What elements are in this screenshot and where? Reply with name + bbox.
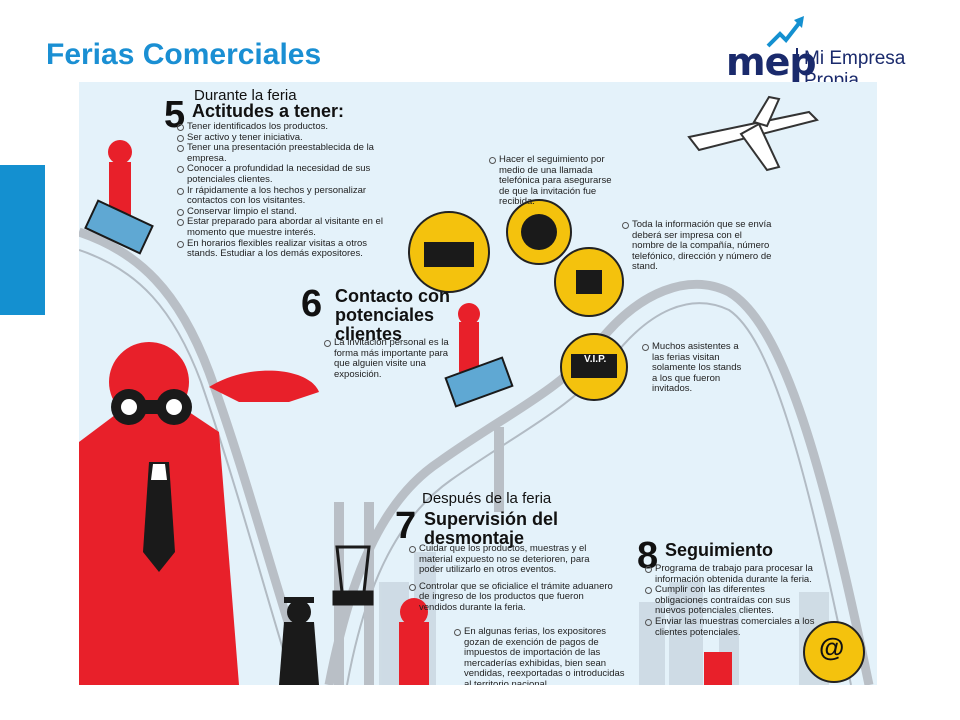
coaster-car-icon <box>84 199 514 408</box>
step8-number: 8 <box>637 535 659 577</box>
phase-during-label: Durante la feria <box>194 87 297 104</box>
step7-list: Cuidar que los productos, muestras y el … <box>409 543 614 614</box>
step6-title-line: potenciales <box>335 305 435 325</box>
step8-list: Programa de trabajo para procesar la inf… <box>645 563 817 638</box>
podium-icon <box>424 242 474 267</box>
list-item: Programa de trabajo para procesar la inf… <box>645 563 817 585</box>
list-item: Tener identificados los productos. <box>177 121 389 133</box>
step5-list: Tener identificados los productos. Ser a… <box>177 121 389 260</box>
step6-number: 6 <box>301 283 323 325</box>
email-icon: @ <box>819 632 845 662</box>
phase-after-label: Después de la feria <box>422 490 552 507</box>
vip-label: V.I.P. <box>584 354 607 365</box>
list-item: En horarios flexibles realizar visitas a… <box>177 238 389 260</box>
list-item: Conocer a profundidad la necesidad de su… <box>177 164 389 185</box>
note-vip-visitors: Muchos asistentes a las ferias visitan s… <box>642 341 747 395</box>
logo-separator <box>796 48 798 74</box>
list-item: Controlar que se oficialice el trámite a… <box>409 581 614 614</box>
bubble-email <box>803 621 865 683</box>
logo-mark: mep <box>726 40 817 84</box>
logo-arrow-icon <box>766 16 804 48</box>
side-accent-bar <box>0 165 45 315</box>
list-item: Estar preparado para abordar al visitant… <box>177 216 389 238</box>
list-item: Cumplir con las diferentes obligaciones … <box>645 584 817 617</box>
list-item: Cuidar que los productos, muestras y el … <box>409 543 614 576</box>
list-item: Tener una presentación preestablecida de… <box>177 142 389 164</box>
step5-title: Actitudes a tener: <box>192 101 345 121</box>
note-customs-exemption: En algunas ferias, los expositores gozan… <box>454 626 634 685</box>
step8-title: Seguimiento <box>665 540 774 560</box>
note-printed-info: Toda la información que se envía deberá … <box>622 219 772 273</box>
tie-icon <box>143 462 175 572</box>
note-phone-followup: Hacer el seguimiento por medio de una ll… <box>489 154 619 208</box>
phone-icon <box>521 214 557 250</box>
printer-icon <box>576 270 602 294</box>
infographic-illustration <box>79 95 874 685</box>
list-item: Ser activo y tener iniciativa. <box>177 132 389 144</box>
list-item: Ir rápidamente a los hechos y personaliz… <box>177 185 389 207</box>
step6-title-line: clientes <box>335 324 403 344</box>
step7-title-line: desmontaje <box>424 528 525 548</box>
step6-title-line: Contacto con <box>335 286 450 306</box>
step7-number: 7 <box>395 505 417 547</box>
step6-title: Contacto con potenciales clientes <box>335 287 450 344</box>
vip-card-icon <box>571 354 617 378</box>
list-item: Conservar limpio el stand. <box>177 206 389 218</box>
slide-title: Ferias Comerciales <box>46 38 322 71</box>
step7-title: Supervisión del desmontaje <box>424 510 558 548</box>
step7-title-line: Supervisión del <box>424 509 559 529</box>
officer-icon <box>279 597 319 685</box>
trade-fair-infographic: Durante la feria 5 Actitudes a tener: Te… <box>79 82 877 685</box>
logo: mep Mi Empresa Propia <box>706 0 960 92</box>
blender-icon <box>332 545 374 606</box>
list-item: Enviar las muestras comerciales a los cl… <box>645 616 817 638</box>
step6-item: La invitación personal es la forma más i… <box>324 337 464 380</box>
airplane-icon <box>687 95 819 172</box>
